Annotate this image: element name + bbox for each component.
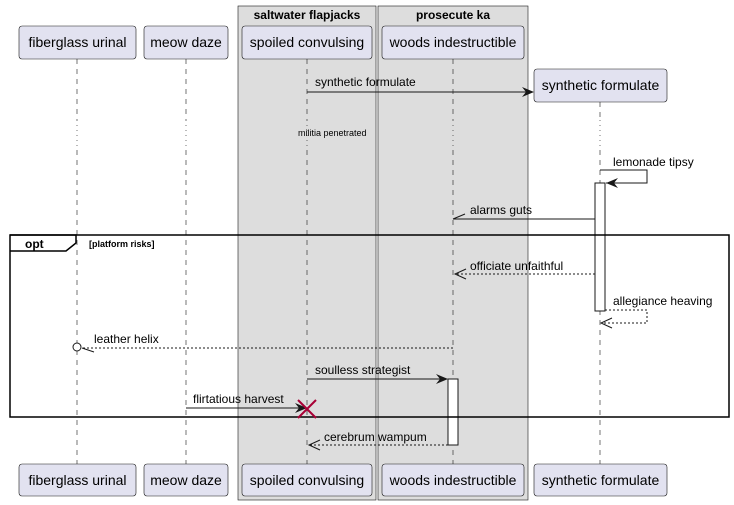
participant-meow-daze-bottom: meow daze — [143, 463, 229, 497]
participant-synthetic-formulate-bottom: synthetic formulate — [533, 463, 668, 497]
participant-fiberglass-urinal-bottom: fiberglass urinal — [18, 463, 137, 497]
group-label: saltwater flapjacks — [254, 8, 361, 22]
fragment-keyword: opt — [25, 237, 44, 251]
participant-label: meow daze — [150, 34, 222, 50]
message-allegiance-heaving: allegiance heaving — [599, 294, 712, 329]
message-label: officiate unfaithful — [470, 259, 563, 273]
message-label: soulless strategist — [315, 363, 411, 377]
participant-synthetic-formulate: synthetic formulate — [533, 68, 668, 103]
participant-label: woods indestructible — [389, 34, 517, 50]
group-label: prosecute ka — [416, 8, 490, 22]
activation-synthetic-formulate — [594, 182, 606, 312]
message-label: cerebrum wampum — [324, 430, 427, 444]
delay-label: militia penetrated — [298, 128, 367, 138]
activation-woods-indestructible — [447, 378, 459, 446]
message-lemonade-tipsy: lemonade tipsy — [600, 155, 694, 188]
fragment-condition: [platform risks] — [89, 239, 155, 249]
message-label: allegiance heaving — [613, 294, 712, 308]
message-soulless-strategist: soulless strategist — [307, 363, 448, 384]
message-leather-helix: leather helix — [72, 332, 453, 353]
destroy-marker — [297, 399, 317, 419]
participant-label: fiberglass urinal — [28, 472, 126, 488]
message-cerebrum-wampum: cerebrum wampum — [307, 430, 448, 451]
message-officiate-unfaithful: officiate unfaithful — [453, 259, 595, 280]
message-flirtatious-harvest: flirtatious harvest — [186, 392, 307, 413]
message-label: synthetic formulate — [315, 75, 416, 89]
message-label: leather helix — [94, 332, 159, 346]
participant-label: spoiled convulsing — [250, 472, 364, 488]
participant-fiberglass-urinal: fiberglass urinal — [18, 25, 137, 60]
message-alarms-guts: alarms guts — [452, 203, 595, 220]
participant-label: meow daze — [150, 472, 222, 488]
message-label: alarms guts — [470, 203, 532, 217]
message-label: lemonade tipsy — [613, 155, 694, 169]
participant-spoiled-convulsing: spoiled convulsing — [241, 25, 373, 60]
participant-label: synthetic formulate — [542, 77, 660, 93]
message-label: flirtatious harvest — [193, 392, 284, 406]
message-synthetic-formulate: synthetic formulate — [307, 75, 534, 97]
participant-label: synthetic formulate — [542, 472, 660, 488]
opt-fragment: opt [platform risks] — [9, 234, 730, 418]
participant-label: woods indestructible — [389, 472, 517, 488]
participant-woods-indestructible: woods indestructible — [381, 25, 525, 60]
participant-spoiled-convulsing-bottom: spoiled convulsing — [241, 463, 373, 497]
participant-woods-indestructible-bottom: woods indestructible — [381, 463, 525, 497]
participant-meow-daze: meow daze — [143, 25, 229, 60]
participant-label: fiberglass urinal — [28, 34, 126, 50]
participant-label: spoiled convulsing — [250, 34, 364, 50]
